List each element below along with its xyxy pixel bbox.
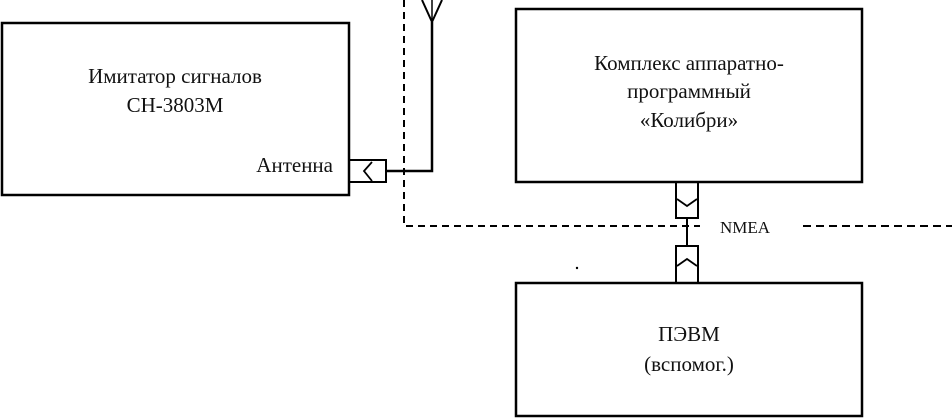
pc-title: ПЭВМ bbox=[658, 322, 720, 346]
complex-nmea-connector-icon bbox=[675, 181, 699, 219]
complex-title-line2: программный bbox=[627, 79, 751, 103]
simulator-title: Имитатор сигналов bbox=[88, 64, 262, 88]
pc-block: ПЭВМ (вспомог.) bbox=[514, 281, 864, 418]
pc-subtitle: (вспомог.) bbox=[644, 352, 734, 376]
antenna-icon bbox=[421, 0, 443, 25]
dashed-boundary bbox=[403, 0, 700, 227]
antenna-port-label: Антенна bbox=[256, 153, 333, 177]
kolibri-complex-block: Комплекс аппаратно- программный «Колибри… bbox=[514, 7, 864, 184]
complex-title-line1: Комплекс аппаратно- bbox=[594, 51, 784, 75]
complex-title-line3: «Колибри» bbox=[640, 108, 738, 132]
simulator-model: СН-3803М bbox=[127, 93, 224, 117]
simulator-block: Имитатор сигналов СН-3803М Антенна bbox=[0, 21, 351, 197]
scan-artifact-dot bbox=[575, 266, 579, 270]
nmea-label: NMEA bbox=[720, 218, 771, 237]
antenna-cable bbox=[386, 22, 434, 173]
pc-nmea-connector-icon bbox=[675, 245, 699, 284]
antenna-connector-icon bbox=[348, 159, 387, 183]
